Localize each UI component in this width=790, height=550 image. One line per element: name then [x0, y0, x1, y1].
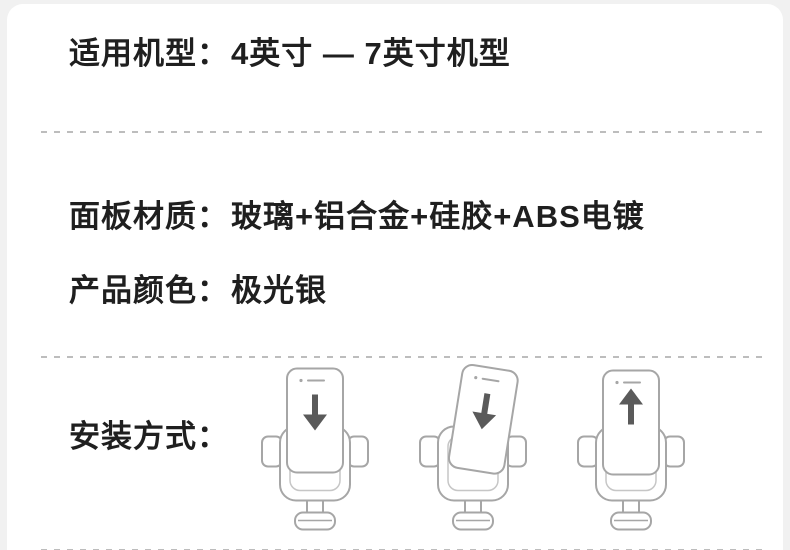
color-label: 产品颜色：: [69, 273, 229, 308]
color-value: 极光银: [231, 273, 327, 308]
phone-push-up-icon: [569, 364, 693, 549]
model-label: 适用机型：: [69, 36, 229, 71]
phone-tilt-press-icon: [411, 364, 535, 549]
spec-row-color: 产品颜色：极光银: [69, 265, 327, 310]
spec-card: 适用机型：4英寸 — 7英寸机型 面板材质：玻璃+铝合金+硅胶+ABS电镀 产品…: [7, 4, 783, 550]
phone-insert-down-icon: [253, 364, 377, 549]
spec-row-material: 面板材质：玻璃+铝合金+硅胶+ABS电镀: [69, 191, 645, 236]
install-label: 安装方式：: [69, 419, 229, 454]
spec-row-install: 安装方式：: [69, 411, 231, 456]
install-illustrations: [253, 364, 693, 549]
material-label: 面板材质：: [69, 199, 229, 234]
material-value: 玻璃+铝合金+硅胶+ABS电镀: [231, 199, 645, 234]
model-value: 4英寸 — 7英寸机型: [231, 36, 511, 71]
dashed-divider-middle: [41, 356, 763, 358]
spec-row-model: 适用机型：4英寸 — 7英寸机型: [69, 28, 511, 73]
dashed-divider-top: [41, 131, 763, 133]
